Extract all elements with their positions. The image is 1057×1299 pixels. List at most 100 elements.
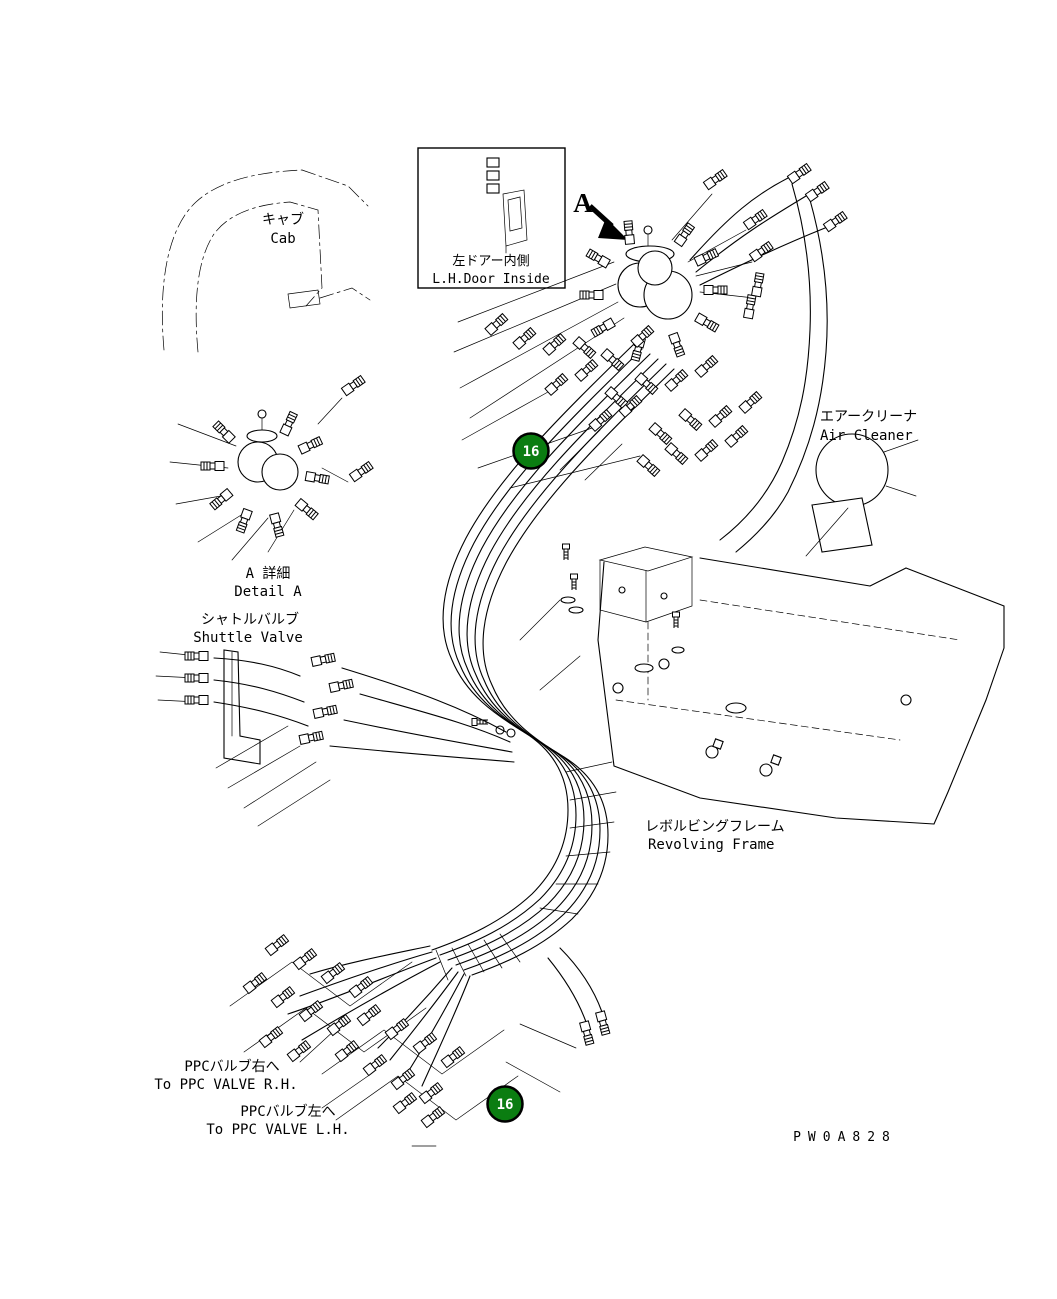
detail-arrow-icon (598, 218, 628, 240)
hose-fitting-icon (184, 695, 209, 705)
hose-fitting-icon (270, 985, 296, 1009)
hose-fitting-icon (420, 1105, 446, 1129)
detail-marker (588, 204, 628, 240)
bolt-icon (562, 543, 570, 561)
balloon-number: 16 (523, 444, 540, 460)
hose-fitting-icon (384, 1017, 410, 1041)
revolving-frame-label-en: Revolving Frame (648, 837, 774, 853)
cab-label-en: Cab (270, 231, 295, 247)
hose-fitting-icon (334, 1039, 360, 1063)
hose-fitting-icon (724, 424, 749, 448)
callout-balloon-1[interactable]: 16 (512, 432, 550, 470)
balloon-circle[interactable] (486, 1085, 524, 1123)
hose-fitting-icon (694, 354, 719, 378)
hose-fitting-icon (694, 438, 719, 462)
shuttle-valve-label-jp: シャトルバルブ (201, 611, 299, 628)
hose-fitting-icon (636, 454, 661, 478)
hose-fitting-icon (512, 326, 537, 350)
drawing-code: PW0A828 (793, 1130, 897, 1145)
hose-fitting-icon (298, 730, 324, 745)
hose-fitting-icon (279, 410, 299, 437)
hose-fitting-icon (362, 1053, 388, 1077)
hose-fitting-icon (544, 372, 569, 396)
hose-fitting-icon (702, 168, 728, 191)
balloon-number: 16 (497, 1097, 514, 1113)
text-labels: キャブ Cab 左ドアー内側 L.H.Door Inside A エアークリーナ… (154, 188, 917, 1145)
top-manifold (617, 225, 693, 320)
hose-fitting-icon (664, 368, 689, 392)
hose-fitting-icon (320, 961, 346, 985)
hose-fitting-icon (258, 1025, 284, 1049)
hose-fitting-icon (392, 1091, 418, 1115)
hose-fitting-icon (751, 272, 765, 298)
detail-marker-letter: A (573, 188, 593, 218)
hose-fitting-icon (673, 222, 696, 248)
door-inside-label-jp: 左ドアー内側 (452, 253, 529, 269)
hose-fitting-icon (235, 507, 253, 534)
hose-fitting-icon (694, 312, 720, 333)
hose-fitting-icon (668, 331, 686, 358)
hose-fitting-icon (623, 220, 635, 245)
air-cleaner (805, 433, 919, 557)
hose-fitting-icon (312, 704, 338, 719)
hose-fitting-icon (184, 651, 209, 661)
detail-a-label-en: Detail A (234, 584, 302, 600)
hose-fitting-icon (304, 471, 330, 485)
hose-fitting-icon (340, 374, 366, 397)
hose-fitting-icon (822, 210, 848, 233)
hose-fitting-icon (297, 435, 324, 455)
hose-fitting-icon (184, 673, 209, 683)
hose-fitting-icon (678, 408, 703, 432)
hose-fitting-icon (348, 975, 374, 999)
hose-fitting-icon (590, 317, 616, 338)
hose-fitting-icon (648, 422, 673, 446)
hose-fitting-icon (328, 678, 354, 693)
door-inside-box (417, 147, 566, 289)
hose-fitting-icon (595, 1010, 611, 1036)
detail-a-label-jp: A 詳細 (246, 566, 291, 582)
door-icon (486, 157, 528, 254)
hose-fitting-icon (708, 404, 733, 428)
balloon-circle[interactable] (512, 432, 550, 470)
hose-fitting-icon (574, 358, 599, 382)
hose-fitting-icon (579, 1020, 595, 1046)
hose-fitting-icon (804, 180, 830, 203)
shuttle-valve-label-en: Shuttle Valve (193, 630, 303, 646)
bolt-icon (471, 718, 489, 726)
hose-fitting-icon (242, 971, 268, 995)
revolving-frame-label-jp: レボルビングフレーム (645, 819, 785, 835)
hose-fitting-icon (664, 442, 689, 466)
ppc-lh-label-jp: PPCバルブ左へ (240, 1103, 335, 1120)
ppc-lh-label-en: To PPC VALVE L.H. (206, 1122, 349, 1138)
hose-fitting-icon (440, 1045, 466, 1069)
cab-outline (162, 169, 371, 353)
hose-fitting-icon (738, 390, 763, 414)
hose-fitting-icon (348, 460, 374, 483)
cab-label-jp: キャブ (262, 211, 304, 228)
hose-fitting-icon (200, 461, 225, 471)
air-cleaner-label-en: Air Cleaner (820, 428, 913, 444)
hose-fitting-icon (208, 488, 234, 511)
hose-fitting-icon (585, 248, 611, 269)
hose-fitting-icon (286, 1039, 312, 1063)
air-cleaner-label-jp: エアークリーナ (820, 409, 917, 425)
bolt-icon (672, 611, 680, 629)
ppc-rh-label-jp: PPCバルブ右へ (184, 1058, 279, 1075)
door-inside-label-en: L.H.Door Inside (432, 272, 550, 287)
hose-fitting-icon (743, 294, 757, 320)
hose-fitting-icon (294, 498, 320, 521)
revolving-frame (495, 546, 1005, 825)
hose-fitting-icon (786, 162, 812, 185)
bolt-icon (570, 573, 578, 591)
hose-fitting-icon (600, 348, 625, 372)
hose-fitting-icon (269, 512, 285, 538)
hose-fitting-icon (572, 336, 597, 360)
hose-fitting-icon (292, 947, 318, 971)
hose-fitting-icon (742, 208, 768, 231)
callout-balloon-2[interactable]: 16 (486, 1085, 524, 1123)
hose-fitting-icon (484, 312, 509, 336)
hose-fitting-icon (703, 285, 728, 295)
hose-fitting-icon (264, 933, 290, 957)
